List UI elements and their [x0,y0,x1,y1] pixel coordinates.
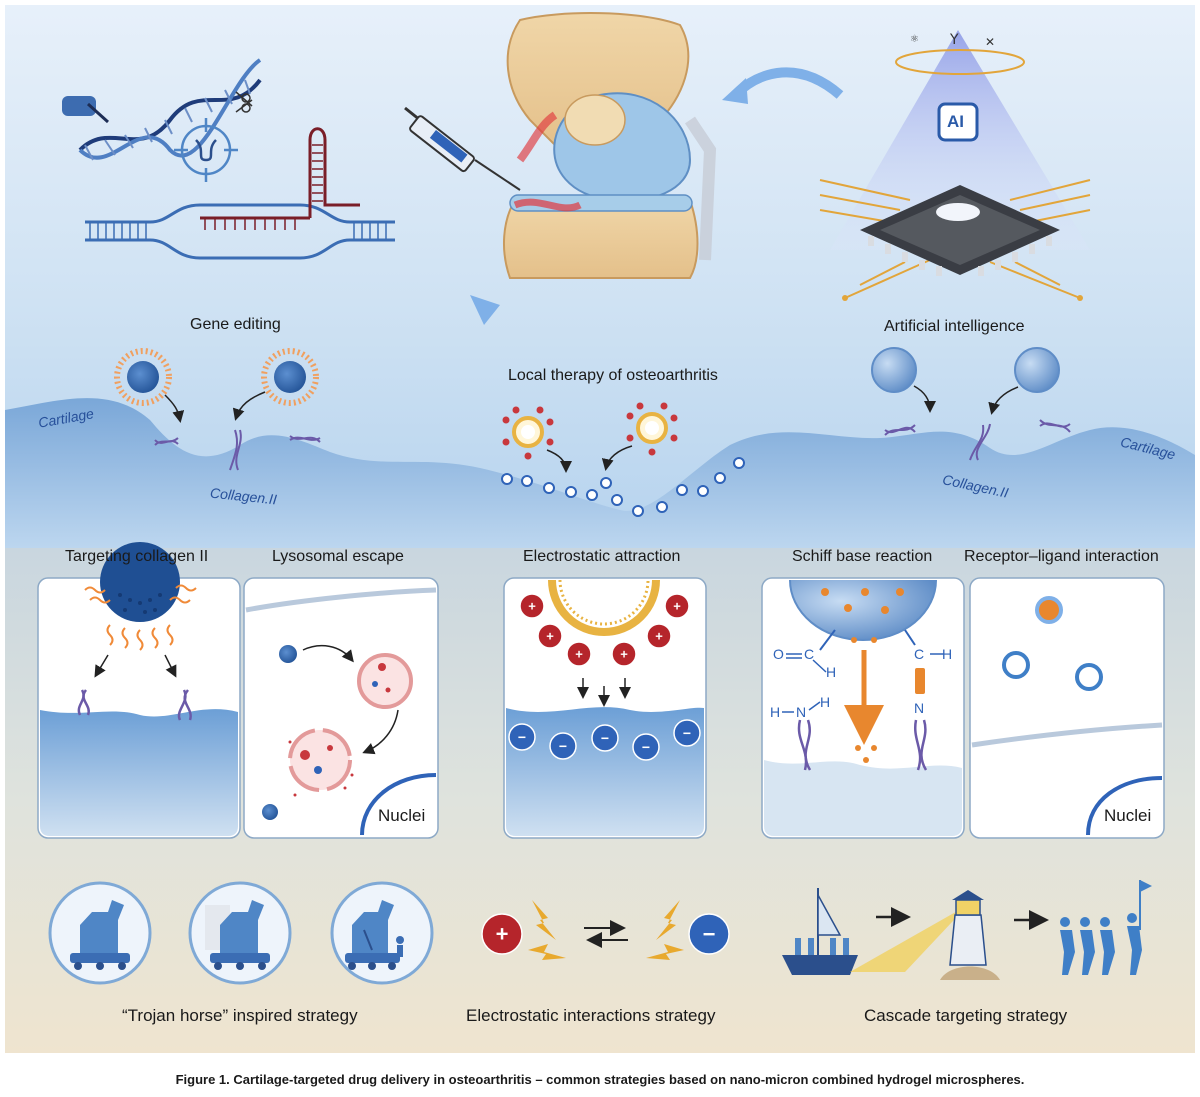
strategy-label-cascade: Cascade targeting strategy [864,1006,1068,1025]
lighthouse-beam [850,905,968,972]
schiff-amine-n: N [796,704,807,720]
knee-joint-illustration [404,12,717,279]
tissue-negative-charges [501,457,745,517]
positive-charge-1-sign: + [528,599,536,614]
charge-layer: + + + + + + − − − − − + − [481,593,730,955]
negative-charge-1: − [508,723,536,751]
strategy-positive-charge: + [481,913,523,955]
positive-charge-5-sign: + [655,629,663,644]
positive-charge-2: + [537,623,563,649]
gene-editing-label: Gene editing [190,316,281,333]
panel-title-targeting-collagen: Targeting collagen II [65,548,209,565]
schiff-amine-h2: H [820,694,831,710]
strategy-label-trojan-horse: “Trojan horse” inspired strategy [122,1006,358,1025]
artificial-intelligence-label: Artificial intelligence [884,318,1025,335]
schiff-aldehyde-c: C [804,646,815,662]
figure-caption: Figure 1. Cartilage-targeted drug delive… [175,1072,1025,1087]
positive-charge-4-sign: + [620,647,628,662]
trojan-horse-icon-2 [188,881,292,985]
lipid-nanoparticle-left [114,348,172,406]
strategy-label-electrostatic: Electrostatic interactions strategy [466,1006,716,1025]
negative-charge-3-sign: − [601,730,609,746]
positive-charge-3-sign: + [575,647,583,662]
target-icon [174,118,238,182]
crispr-dna-ladder [85,127,395,260]
negative-charge-5-sign: − [683,725,691,741]
positive-charge-1: + [519,593,545,619]
walking-people-icon [1060,880,1152,975]
strategy-positive-charge-sign: + [496,922,509,947]
panel-targeting-collagen [37,542,241,839]
positive-charge-4: + [611,641,637,667]
negative-charge-4-sign: − [642,739,650,755]
positive-charge-2-sign: + [546,629,554,644]
gene-editing-illustration [62,58,395,260]
negative-charge-1-sign: − [518,729,526,745]
panel-schiff-base [761,577,965,839]
ai-chip-text: AI [947,112,964,131]
local-therapy-label: Local therapy of osteoarthritis [508,367,718,384]
panel-title-receptor-ligand: Receptor–ligand interaction [964,548,1159,565]
panel-lysosomal-escape [243,577,439,839]
negative-charge-2-sign: − [559,738,567,754]
ai-badge [937,102,979,142]
hydrogel-microsphere-right [1014,347,1060,393]
syringe-icon [404,106,521,191]
positive-charge-6-sign: + [673,599,681,614]
positive-charge-6: + [664,593,690,619]
lighthouse-icon [940,890,1000,980]
schiff-imine-c: C [914,646,925,662]
cartilage-tissue [5,398,1195,548]
svg-text:Y: Y [949,32,959,48]
svg-text:⚛: ⚛ [910,34,919,45]
nuclei-label-lysosomal: Nuclei [378,806,426,825]
schiff-imine-h: H [942,646,953,662]
negative-charge-2: − [549,732,577,760]
schiff-amine-h1: H [770,704,781,720]
lipid-nanoparticle-right [261,348,319,406]
positive-charge-5: + [646,623,672,649]
boat-icon [782,888,858,975]
trojan-horse-icon-3 [330,881,434,985]
top-nanoparticles [114,347,1071,517]
trojan-horse-icons [48,881,434,985]
strategy-negative-charge: − [688,913,730,955]
liposome-left [502,406,554,460]
nuclei-label-receptor: Nuclei [1104,806,1152,825]
panel-title-lysosomal-escape: Lysosomal escape [272,548,404,565]
schiff-aldehyde-o: O [773,646,784,662]
negative-charge-3: − [591,724,619,752]
cascade-strategy-icon [782,880,1152,980]
panel-title-electrostatic-attraction: Electrostatic attraction [523,548,681,565]
strategy-negative-charge-sign: − [703,922,716,947]
liposome-right [626,402,678,456]
panel-title-schiff-base: Schiff base reaction [792,548,933,565]
schiff-aldehyde-h: H [826,664,837,680]
scissors-icon [235,91,253,113]
negative-charge-4: − [632,733,660,761]
panel-receptor-ligand [969,577,1165,839]
positive-charge-3: + [566,641,592,667]
svg-text:✕: ✕ [985,35,995,49]
ai-chip-illustration: ⚛ Y ✕ [819,30,1091,301]
schiff-imine-n: N [914,700,925,716]
hand-icon [62,96,96,116]
pointer-triangle [470,295,500,325]
hydrogel-microsphere-left [871,347,917,393]
negative-charge-5: − [673,719,701,747]
trojan-horse-icon-1 [48,881,152,985]
